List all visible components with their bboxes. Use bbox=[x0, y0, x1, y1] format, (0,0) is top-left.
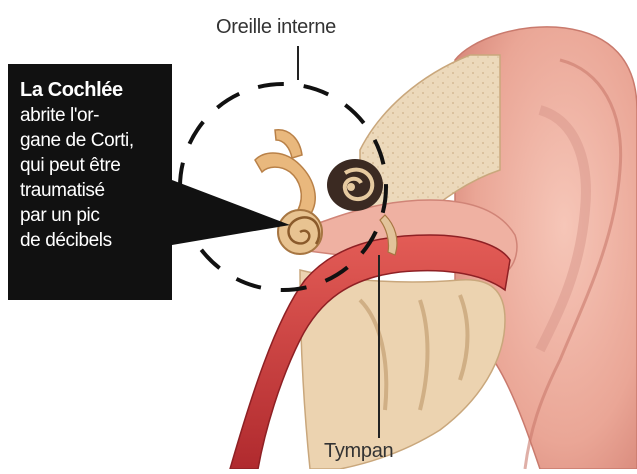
callout-line: gane de Corti, bbox=[20, 128, 164, 153]
callout-line: traumatisé bbox=[20, 178, 164, 203]
cochlea bbox=[278, 210, 322, 254]
semicircular-canal bbox=[255, 153, 315, 215]
callout-line: par un pic bbox=[20, 203, 164, 228]
inner-ear-label: Oreille interne bbox=[216, 16, 336, 39]
callout-line: qui peut être bbox=[20, 153, 164, 178]
callout-pointer bbox=[172, 180, 290, 245]
callout-title: La Cochlée bbox=[20, 78, 164, 103]
callout-line: abrite l'or- bbox=[20, 103, 164, 128]
callout-line: de décibels bbox=[20, 228, 164, 253]
middle-ear bbox=[327, 159, 383, 211]
eardrum-label: Tympan bbox=[324, 440, 393, 463]
cochlea-callout-box: La Cochlée abrite l'or- gane de Corti, q… bbox=[8, 64, 172, 300]
